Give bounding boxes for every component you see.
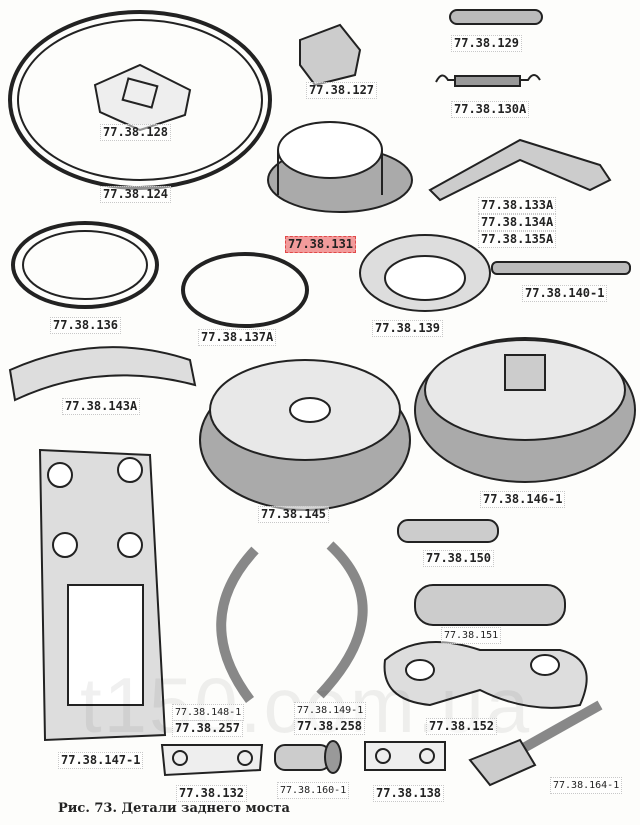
bolt-164 xyxy=(468,700,603,787)
band-149 xyxy=(316,541,368,699)
part-label-77-38-140-1[interactable]: 77.38.140-1 xyxy=(522,285,608,302)
pin-151 xyxy=(414,584,566,626)
cover-127 xyxy=(299,23,362,87)
part-label-77-38-149-1[interactable]: 77.38.149-1 xyxy=(294,702,367,719)
drum-145 xyxy=(199,359,411,511)
plate-132 xyxy=(160,744,264,777)
part-label-77-38-132[interactable]: 77.38.132 xyxy=(176,785,248,802)
part-label-77-38-145[interactable]: 77.38.145 xyxy=(258,506,330,523)
part-label-77-38-148-1[interactable]: 77.38.148-1 xyxy=(172,704,245,721)
part-label-77-38-127[interactable]: 77.38.127 xyxy=(306,82,378,99)
pin-129 xyxy=(449,9,543,25)
part-label-77-38-130a[interactable]: 77.38.130А xyxy=(451,101,530,118)
part-label-77-38-128[interactable]: 77.38.128 xyxy=(100,124,172,141)
part-label-77-38-152[interactable]: 77.38.152 xyxy=(426,718,498,735)
part-label-77-38-129[interactable]: 77.38.129 xyxy=(451,35,523,52)
part-label-77-38-139[interactable]: 77.38.139 xyxy=(372,320,444,337)
drum-131 xyxy=(267,121,413,213)
plate-138 xyxy=(364,741,446,771)
ring-136 xyxy=(11,221,159,309)
part-label-77-38-151[interactable]: 77.38.151 xyxy=(441,627,502,644)
plate-133 xyxy=(428,138,612,202)
ring-137 xyxy=(181,252,309,328)
part-label-77-38-147-1[interactable]: 77.38.147-1 xyxy=(58,752,144,769)
figure-caption: Рис. 73. Детали заднего моста xyxy=(58,801,290,816)
part-label-77-38-164-1[interactable]: 77.38.164-1 xyxy=(550,777,623,794)
part-label-77-38-134a[interactable]: 77.38.134А xyxy=(478,214,557,231)
part-label-77-38-136[interactable]: 77.38.136 xyxy=(50,317,122,334)
pin-150 xyxy=(397,519,499,543)
part-label-77-38-146-1[interactable]: 77.38.146-1 xyxy=(480,491,566,508)
part-label-77-38-137a[interactable]: 77.38.137А xyxy=(198,329,277,346)
part-label-77-38-133a[interactable]: 77.38.133А xyxy=(478,197,557,214)
part-label-77-38-143a[interactable]: 77.38.143А xyxy=(62,398,141,415)
rod-140 xyxy=(491,261,631,275)
part-label-77-38-135a[interactable]: 77.38.135А xyxy=(478,231,557,248)
band-148 xyxy=(216,546,259,703)
part-label-77-38-138[interactable]: 77.38.138 xyxy=(373,785,445,802)
bolt-160 xyxy=(274,740,342,774)
spring-130 xyxy=(435,74,541,87)
segment-143 xyxy=(8,346,197,402)
plate-147 xyxy=(38,448,167,742)
part-label-77-38-124[interactable]: 77.38.124 xyxy=(100,186,172,203)
part-label-77-38-257[interactable]: 77.38.257 xyxy=(172,720,244,737)
washer-139 xyxy=(359,234,491,312)
part-label-77-38-160-1[interactable]: 77.38.160-1 xyxy=(277,782,350,799)
part-label-77-38-150[interactable]: 77.38.150 xyxy=(423,550,495,567)
gasket-128 xyxy=(93,63,192,132)
part-label-77-38-131-selected[interactable]: 77.38.131 xyxy=(285,236,357,253)
drum-146 xyxy=(414,337,636,483)
part-label-77-38-258[interactable]: 77.38.258 xyxy=(294,718,366,735)
